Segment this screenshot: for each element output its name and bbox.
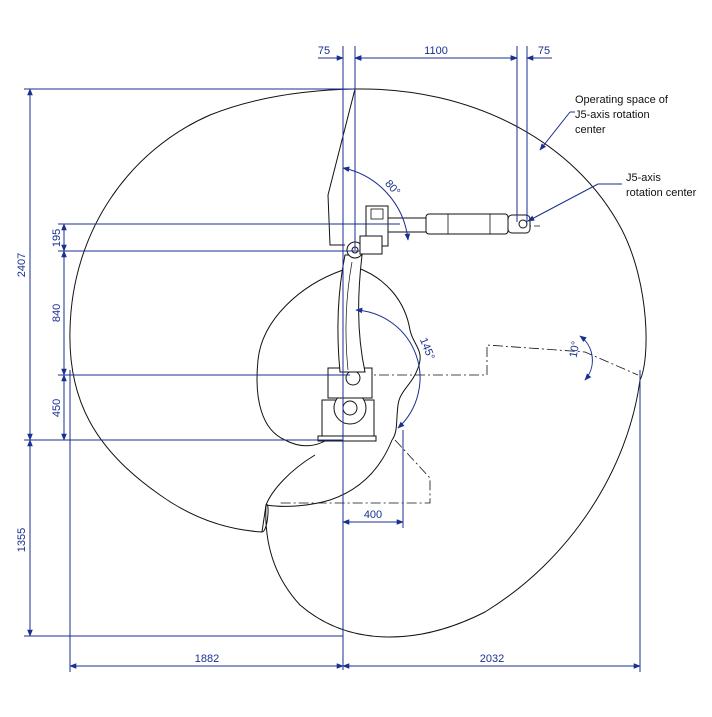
lower-arm bbox=[337, 254, 366, 373]
operating-space-note-line1: Operating space of bbox=[575, 94, 669, 106]
angle-80-label: 80° bbox=[382, 178, 402, 198]
dim-height-195: 195 bbox=[51, 229, 63, 247]
j5-center-note-line2: rotation center bbox=[626, 187, 697, 199]
operating-space-note-line3: center bbox=[575, 124, 606, 136]
robot-base-plate bbox=[317, 435, 377, 442]
j5-axis-center-mark bbox=[518, 219, 528, 229]
dim-top-left-75: 75 bbox=[318, 45, 330, 57]
dimension-labels: 75 1100 75 2407 195 840 450 1355 1882 20… bbox=[16, 45, 582, 665]
dim-width-2032: 2032 bbox=[480, 653, 504, 665]
angle-10-label: 10° bbox=[568, 340, 583, 358]
dimension-lines bbox=[24, 46, 641, 672]
dim-top-1100: 1100 bbox=[424, 45, 448, 57]
dim-height-2407: 2407 bbox=[16, 253, 28, 277]
dim-height-450: 450 bbox=[51, 399, 63, 417]
dim-top-right-75: 75 bbox=[538, 45, 550, 57]
forearm bbox=[425, 213, 509, 235]
forearm-joint bbox=[387, 217, 427, 233]
robot-arm bbox=[317, 205, 531, 442]
dim-height-1355: 1355 bbox=[16, 528, 28, 552]
dim-width-1882: 1882 bbox=[195, 653, 219, 665]
operating-space-outline bbox=[69, 88, 647, 638]
dim-height-840: 840 bbox=[51, 304, 63, 322]
operating-space-note-line2: J5-axis rotation bbox=[575, 109, 650, 121]
dim-reach-400: 400 bbox=[364, 509, 382, 521]
j5-center-note-line1: J5-axis bbox=[626, 172, 661, 184]
annotations: Operating space of J5-axis rotation cent… bbox=[527, 94, 697, 222]
